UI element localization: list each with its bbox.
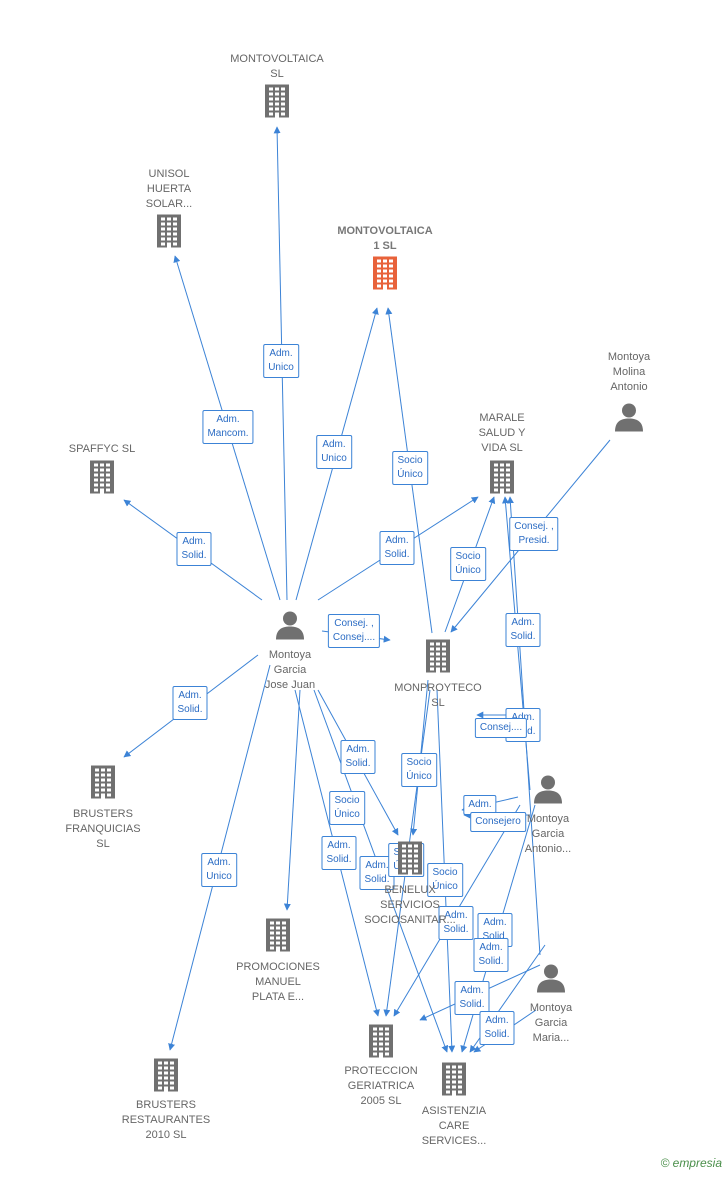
edge-label[interactable]: Consej. , Consej.... bbox=[327, 614, 381, 648]
node-label-brusters-rest[interactable]: BRUSTERS RESTAURANTES 2010 SL bbox=[121, 1099, 211, 1141]
edge-label[interactable]: Consej. , Presid. bbox=[509, 517, 559, 551]
person-icon[interactable] bbox=[536, 963, 566, 998]
node-label-jose-juan[interactable]: Montoya Garcia Jose Juan bbox=[264, 649, 316, 691]
node-label-benelux[interactable]: BENELUX SERVICIOS SOCIOSANITAR... bbox=[364, 884, 456, 926]
node-label-montovoltaica-1[interactable]: MONTOVOLTAICA 1 SL bbox=[337, 225, 433, 252]
building-icon[interactable] bbox=[87, 764, 119, 805]
edge-label[interactable]: Adm. Unico bbox=[263, 344, 299, 378]
edge-label[interactable]: Socio Único bbox=[401, 753, 437, 787]
node-label-promociones[interactable]: PROMOCIONES MANUEL PLATA E... bbox=[236, 961, 320, 1003]
building-icon[interactable] bbox=[262, 917, 294, 958]
node-label-garcia-maria[interactable]: Montoya Garcia Maria... bbox=[529, 1002, 573, 1044]
node-label-montovoltaica-sl[interactable]: MONTOVOLTAICA SL bbox=[230, 53, 324, 80]
edge-label[interactable]: Adm. Solid. bbox=[473, 938, 509, 972]
edge-label[interactable]: Adm. Solid. bbox=[340, 740, 376, 774]
person-icon[interactable] bbox=[614, 402, 644, 437]
edge-label[interactable]: Socio Único bbox=[427, 863, 463, 897]
node-label-molina[interactable]: Montoya Molina Antonio bbox=[607, 351, 651, 393]
building-icon[interactable] bbox=[150, 1057, 182, 1098]
building-icon[interactable] bbox=[86, 459, 118, 500]
edge-label[interactable]: Adm. Solid. bbox=[477, 913, 513, 947]
edge-label[interactable]: Adm. Solid. bbox=[479, 1011, 515, 1045]
edge-label[interactable]: Adm. Solid. bbox=[438, 906, 474, 940]
building-icon[interactable] bbox=[153, 213, 185, 254]
building-icon[interactable] bbox=[369, 255, 401, 296]
copyright-symbol: © bbox=[660, 1156, 670, 1170]
edge-label[interactable]: Consejero bbox=[470, 812, 526, 832]
node-label-spaffyc[interactable]: SPAFFYC SL bbox=[68, 443, 136, 455]
edge-label[interactable]: Adm. Unico bbox=[316, 435, 352, 469]
edge-label[interactable]: Consej.... bbox=[474, 718, 528, 738]
person-icon[interactable] bbox=[533, 774, 563, 809]
edge-line-jose_juan-promociones bbox=[283, 689, 301, 911]
building-icon[interactable] bbox=[394, 840, 426, 881]
empresia-brand: ©empresia bbox=[661, 1156, 722, 1170]
edge-label[interactable]: Adm. Solid. bbox=[321, 836, 357, 870]
edge-label[interactable]: Adm. Unico bbox=[201, 853, 237, 887]
node-label-proteccion[interactable]: PROTECCION GERIATRICA 2005 SL bbox=[344, 1065, 418, 1107]
edge-label[interactable]: Adm. Solid. bbox=[172, 686, 208, 720]
edge-label[interactable]: Adm. Solid. bbox=[454, 981, 490, 1015]
edge-label[interactable]: Adm. Solid. bbox=[505, 613, 541, 647]
building-icon[interactable] bbox=[422, 638, 454, 679]
building-icon[interactable] bbox=[261, 83, 293, 124]
edge-label[interactable]: Socio Único bbox=[450, 547, 486, 581]
node-label-marale[interactable]: MARALE SALUD Y VIDA SL bbox=[478, 412, 526, 454]
person-icon[interactable] bbox=[275, 610, 305, 645]
brand-name: empresia bbox=[672, 1156, 722, 1170]
edge-label[interactable]: Adm. Solid. bbox=[379, 531, 415, 565]
edge-label[interactable]: Socio Único bbox=[392, 451, 428, 485]
node-label-brusters-fr[interactable]: BRUSTERS FRANQUICIAS SL bbox=[65, 808, 141, 850]
edge-label[interactable]: Adm. Mancom. bbox=[202, 410, 254, 444]
node-label-monproyteco[interactable]: MONPROYTECO SL bbox=[394, 682, 482, 709]
node-label-unisol[interactable]: UNISOL HUERTA SOLAR... bbox=[145, 168, 193, 210]
building-icon[interactable] bbox=[365, 1023, 397, 1064]
node-label-asistenzia[interactable]: ASISTENZIA CARE SERVICES... bbox=[421, 1105, 487, 1147]
building-icon[interactable] bbox=[486, 459, 518, 500]
edge-label[interactable]: Socio Único bbox=[329, 791, 365, 825]
building-icon[interactable] bbox=[438, 1061, 470, 1102]
edge-label[interactable]: Adm. Solid. bbox=[176, 532, 212, 566]
node-label-garcia-antonio[interactable]: Montoya Garcia Antonio... bbox=[524, 813, 572, 855]
